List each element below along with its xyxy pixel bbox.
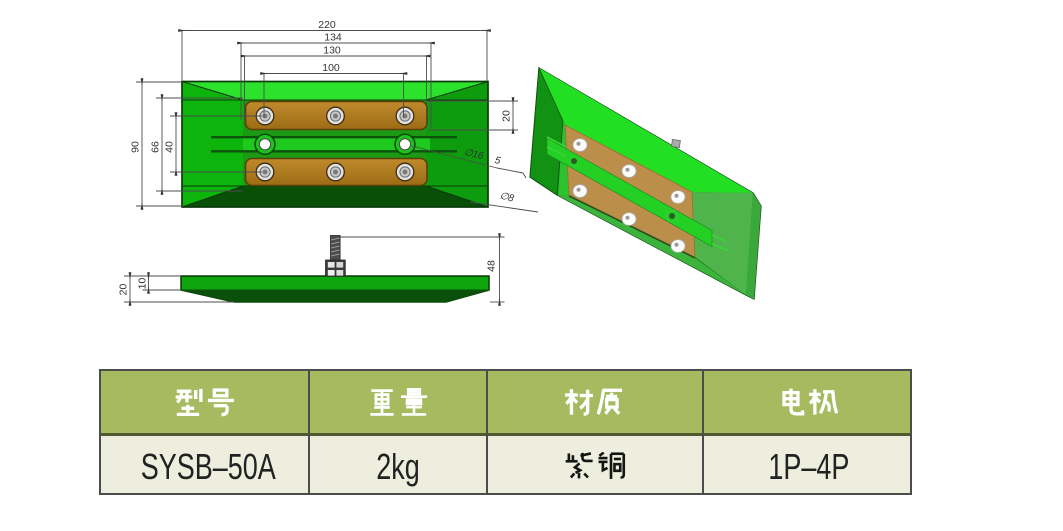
svg-text:130: 130 xyxy=(323,45,341,57)
svg-text:134: 134 xyxy=(324,32,342,44)
svg-text:48: 48 xyxy=(486,260,498,272)
svg-text:∅8: ∅8 xyxy=(498,190,515,204)
svg-text:220: 220 xyxy=(318,19,336,31)
svg-text:20: 20 xyxy=(118,284,130,296)
svg-text:10: 10 xyxy=(137,278,149,290)
svg-text:66: 66 xyxy=(150,141,162,153)
svg-text:5: 5 xyxy=(494,155,502,167)
svg-text:40: 40 xyxy=(164,141,176,153)
svg-text:90: 90 xyxy=(130,141,142,153)
svg-text:∅16: ∅16 xyxy=(463,147,485,162)
svg-text:100: 100 xyxy=(322,62,340,74)
svg-text:20: 20 xyxy=(501,110,513,122)
